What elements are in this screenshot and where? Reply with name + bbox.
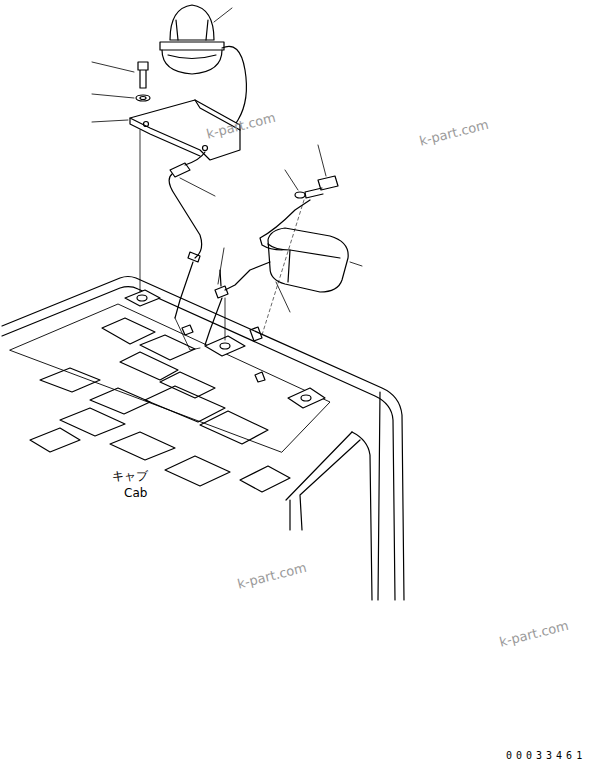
cab-label-en: Cab: [124, 487, 147, 500]
drawing-number: 00033461: [506, 750, 586, 761]
watermark: k-part.com: [236, 561, 308, 592]
watermark: k-part.com: [498, 619, 570, 650]
watermark: k-part.com: [418, 118, 490, 149]
cab-label-ja: キャブ: [112, 470, 148, 483]
